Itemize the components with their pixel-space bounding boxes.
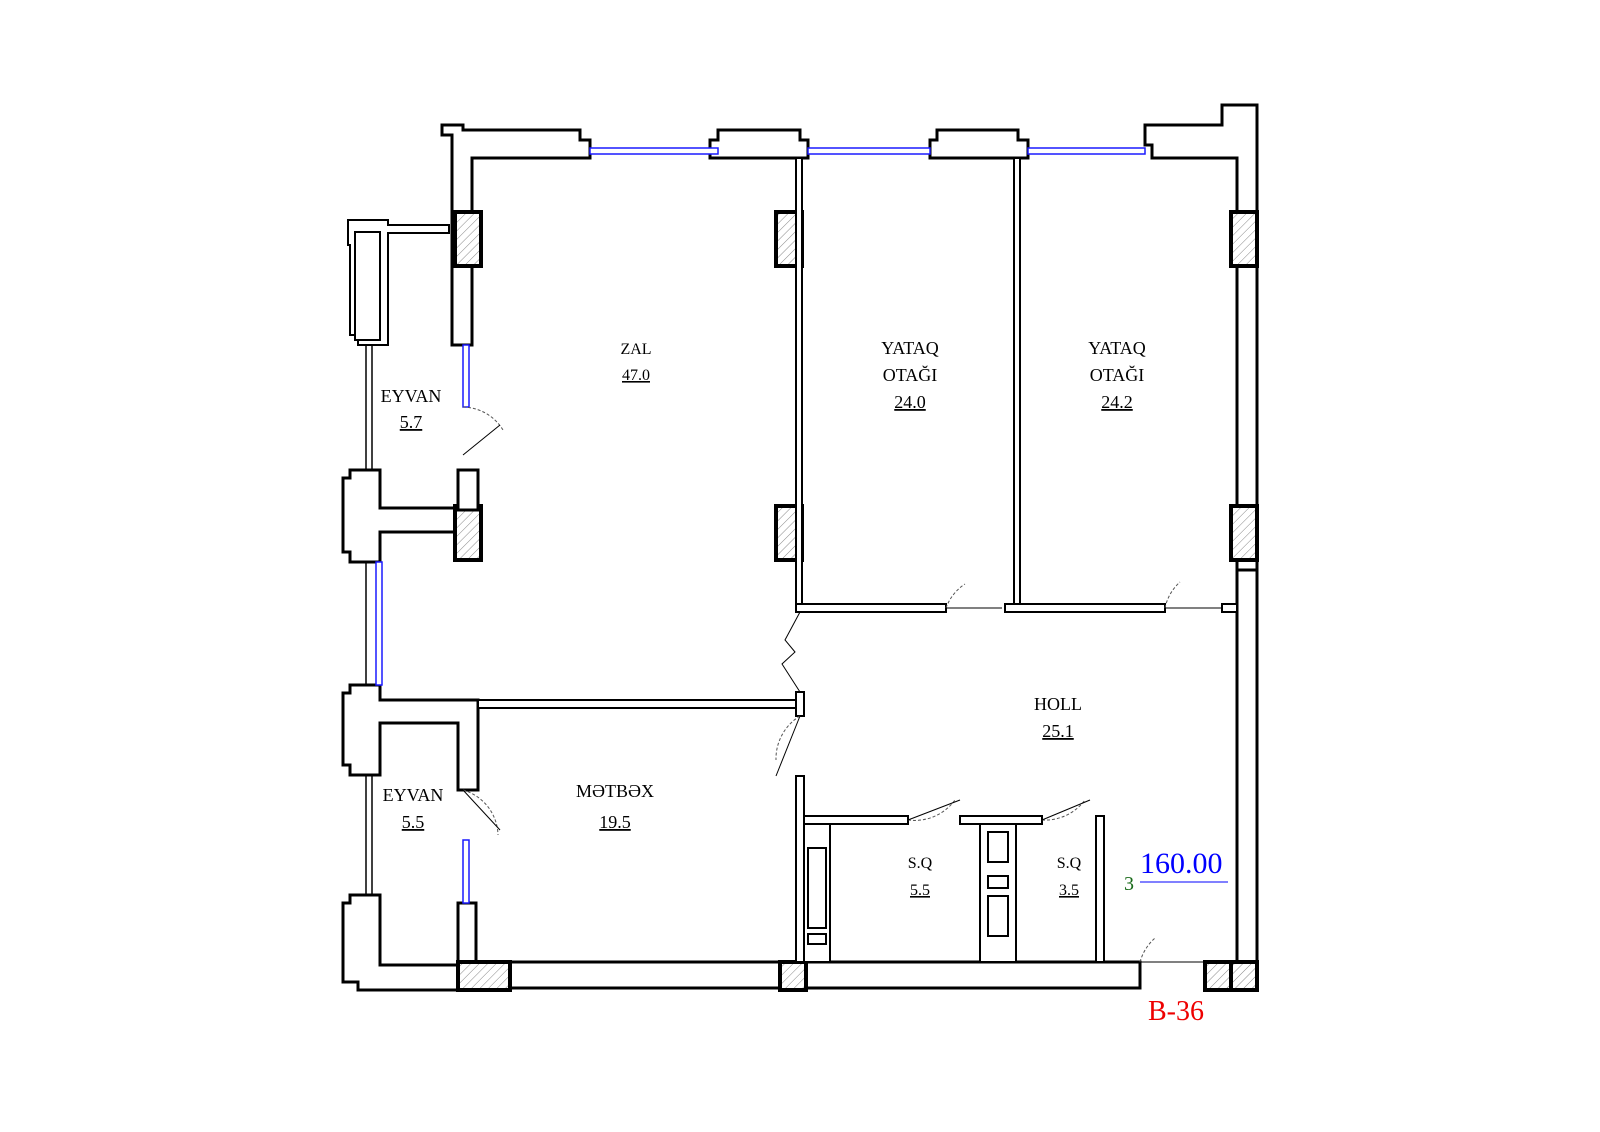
room-name: S.Q bbox=[1057, 855, 1082, 872]
total-area: 160.00 bbox=[1140, 847, 1223, 880]
doors bbox=[462, 406, 1222, 963]
balcony-railings bbox=[365, 345, 373, 895]
room-name-line1: YATAQ bbox=[1088, 338, 1146, 358]
room-name: HOLL bbox=[1034, 694, 1082, 714]
room-bedroom-1: YATAQ OTAĞI 24.0 bbox=[881, 338, 939, 412]
room-kitchen: MƏTBƏX 19.5 bbox=[576, 781, 654, 832]
room-area: 5.5 bbox=[910, 882, 930, 899]
apartment-summary: 3 160.00 B-36 bbox=[1124, 847, 1228, 1027]
room-area: 47.0 bbox=[622, 367, 650, 384]
room-area: 5.7 bbox=[400, 412, 423, 432]
floor-number: 3 bbox=[1124, 873, 1134, 895]
room-area: 5.5 bbox=[402, 812, 425, 832]
room-zal: ZAL 47.0 bbox=[620, 341, 651, 384]
room-name-line2: OTAĞI bbox=[1090, 364, 1145, 385]
room-name: S.Q bbox=[908, 855, 933, 872]
room-bedroom-2: YATAQ OTAĞI 24.2 bbox=[1088, 338, 1146, 412]
unit-code: B-36 bbox=[1148, 996, 1204, 1027]
room-name-line2: OTAĞI bbox=[883, 364, 938, 385]
room-name: ZAL bbox=[620, 341, 651, 358]
room-name: EYVAN bbox=[381, 386, 442, 406]
room-area: 24.0 bbox=[894, 392, 926, 412]
room-area: 24.2 bbox=[1101, 392, 1133, 412]
room-area: 25.1 bbox=[1042, 721, 1074, 741]
room-name: MƏTBƏX bbox=[576, 781, 654, 801]
room-name-line1: YATAQ bbox=[881, 338, 939, 358]
room-bathroom-2: S.Q 3.5 bbox=[1057, 855, 1082, 899]
room-bathroom-1: S.Q 5.5 bbox=[908, 855, 933, 899]
room-area: 3.5 bbox=[1059, 882, 1079, 899]
room-area: 19.5 bbox=[599, 812, 631, 832]
room-balcony-bottom: EYVAN 5.5 bbox=[383, 785, 444, 832]
windows bbox=[375, 147, 1146, 904]
room-name: EYVAN bbox=[383, 785, 444, 805]
interior-walls bbox=[456, 157, 1238, 963]
structural-columns bbox=[453, 210, 1259, 992]
room-hall: HOLL 25.1 bbox=[1034, 694, 1082, 741]
room-balcony-top: EYVAN 5.7 bbox=[381, 386, 442, 432]
